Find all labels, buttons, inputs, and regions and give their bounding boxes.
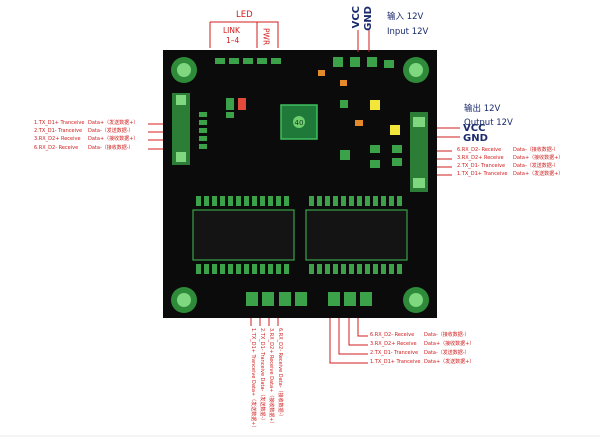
transformer-pin-pad [349,264,354,274]
link-label: LINK [223,26,240,35]
transformer-pin-pad [357,264,362,274]
transformer-pin-pad [309,196,314,206]
right-pin-name: 2.TX_D1- Tranceive [457,163,506,169]
input-vcc-label: VCC [351,6,362,29]
transformer-pin-pad [333,264,338,274]
transformer-pin-pad [228,196,233,206]
transformer-left [192,209,295,261]
transformer-pin-pad [212,196,217,206]
bottom-right-pin-name: 1.TX_D1+ Tranceive [370,359,421,365]
transformer-pin-pad [260,264,265,274]
transformer-pin-pad [309,264,314,274]
output-en-label: Output 12V [464,118,513,128]
transformer-pin-pad [365,196,370,206]
output-cn-label: 输出 12V [464,104,501,114]
transformer-pin-pad [268,264,273,274]
transformer-pin-pad [397,264,402,274]
led-label: LED [236,10,253,20]
bottom-right-pin-data: Data+（接收数据+） [424,341,475,347]
link-range-label: 1–4 [226,36,240,45]
transformer-pin-pad [252,196,257,206]
transformer-pin-pad [196,264,201,274]
transformer-pin-pad [276,264,281,274]
left-pin-name: 1.TX_D1+ Tranceive [34,120,85,126]
transformer-pin-pad [228,264,233,274]
transformer-pin-pad [236,264,241,274]
bottom-right-pin-name: 2.TX_D1- Tranceive [370,350,419,356]
transformer-pin-pad [341,196,346,206]
right-pin-name: 1.TX_D1+ Tranceive [457,171,508,177]
transformer-pin-pad [381,196,386,206]
right-pin-data: Data+（发送数据+） [513,171,564,177]
transformer-pin-pad [373,264,378,274]
input-cn-label: 输入 12V [387,12,424,22]
transformer-pin-pad [196,196,201,206]
bottom-left-pin-label: 3.RX_D2+ Receive Data+（接收数据+） [268,328,274,427]
transformer-pin-pad [268,196,273,206]
bottom-right-pin-data: Data+（发送数据+） [424,359,475,365]
transformer-pin-pad [244,196,249,206]
transformer-pin-pad [389,264,394,274]
bottom-right-pin-name: 3.RX_D2+ Receive [370,341,417,347]
left-pin-name: 6.RX_D2- Receive [34,145,79,151]
transformer-pin-pad [333,196,338,206]
bottom-left-pin-label: 2.TX_D1- Tranceive Data-（发送数据-） [259,328,265,424]
output-gnd-label: GND [463,133,488,144]
bottom-right-pin-data: Data-（接收数据-） [424,332,470,338]
transformer-pin-pad [365,264,370,274]
left-pin-data: Data-（接收数据-） [88,145,134,151]
left-pin-name: 2.TX_D1- Tranceive [34,128,83,134]
transformer-pin-pad [284,264,289,274]
bottom-left-pin-label: 6.RX_D2- Receive Data-（接收数据-） [277,328,283,420]
left-port-pads [172,93,190,165]
transformer-pin-pad [349,196,354,206]
bottom-left-pin-label: 1.TX_D1+ Tranceive Data+（发送数据+） [250,328,256,431]
transformer-pin-pad [204,264,209,274]
transformer-pin-pad [252,264,257,274]
transformer-pin-pad [381,264,386,274]
transformer-pin-pad [276,196,281,206]
transformer-pin-pad [397,196,402,206]
transformer-pin-pad [373,196,378,206]
pcb-board [163,50,437,318]
left-pin-data: Data+（接收数据+） [88,136,139,142]
output-vcc-label: VCC [463,123,486,134]
transformer-pin-pad [220,196,225,206]
transformer-pin-pad [325,264,330,274]
transformer-pin-pad [341,264,346,274]
right-pin-name: 3.RX_D2+ Receive [457,155,504,161]
transformer-pin-pad [236,196,241,206]
transformer-right [305,209,408,261]
transformer-pin-pad [204,196,209,206]
transformer-pin-pad [260,196,265,206]
pwr-label: PWR [261,28,271,46]
right-pin-name: 6.RX_D2- Receive [457,147,502,153]
left-pin-data: Data+（发送数据+） [88,120,139,126]
transformer-pin-pad [317,264,322,274]
right-pin-data: Data-（发送数据-） [513,163,559,169]
transformer-pin-pad [325,196,330,206]
bottom-right-pin-name: 6.RX_D2- Receive [370,332,415,338]
bottom-right-pin-data: Data-（发送数据-） [424,350,470,356]
input-gnd-label: GND [363,6,374,31]
left-pin-data: Data-（发送数据-） [88,128,134,134]
transformer-pin-pad [284,196,289,206]
transformer-pin-pad [244,264,249,274]
transformer-pin-pad [357,196,362,206]
left-pin-name: 3.RX_D2+ Receive [34,136,81,142]
transformer-pin-pad [212,264,217,274]
right-pin-data: Data-（接收数据-） [513,147,559,153]
transformer-pin-pad [220,264,225,274]
svg-text:40: 40 [295,119,304,127]
transformer-pin-pad [317,196,322,206]
input-en-label: Input 12V [387,27,429,37]
right-port-pads [410,112,428,192]
transformer-pin-pad [389,196,394,206]
right-pin-data: Data+（接收数据+） [513,155,564,161]
